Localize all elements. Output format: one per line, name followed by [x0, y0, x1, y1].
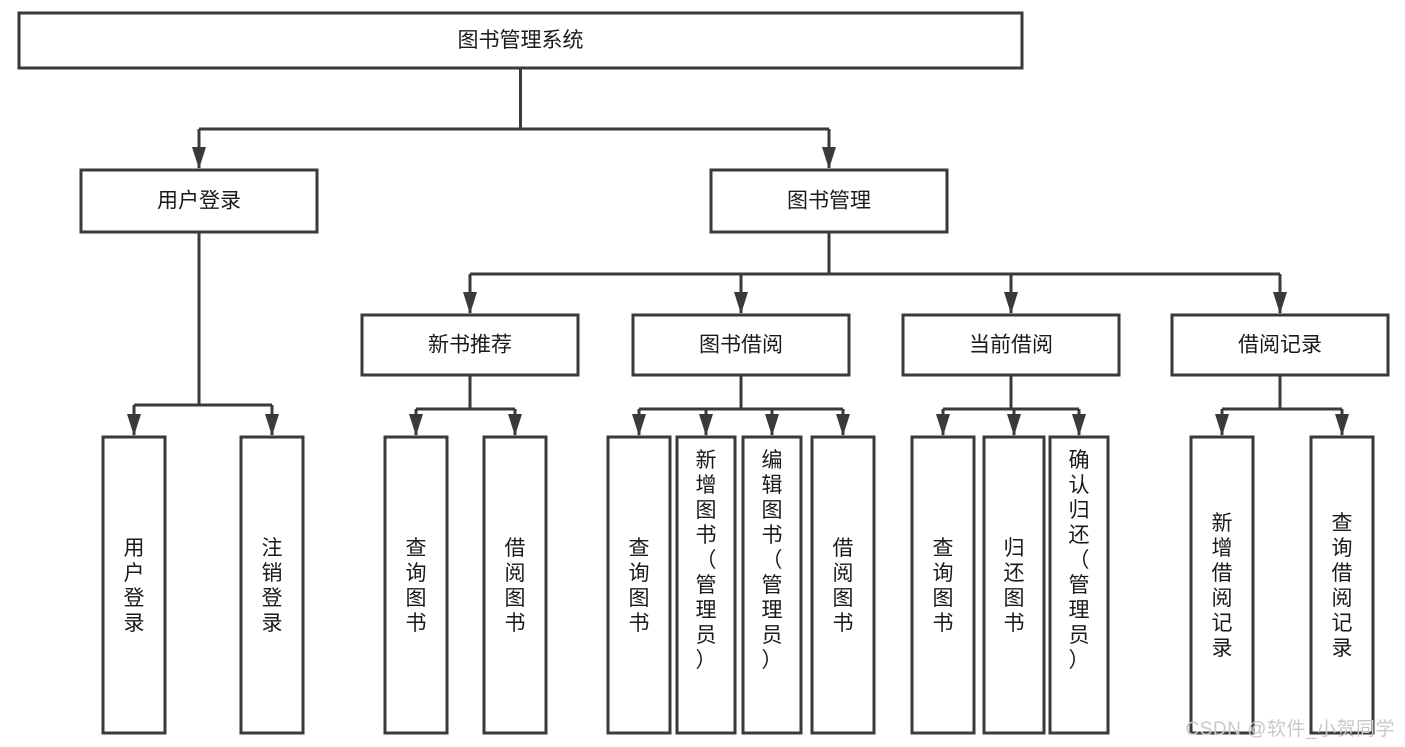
node-label: 注销登录	[262, 537, 283, 635]
arrow-head-borrow-record-0	[1215, 414, 1229, 436]
arrow-head-current-borrow-0	[936, 414, 950, 436]
node-leaf-borrow-book-1[interactable]: 借阅图书	[482, 435, 548, 735]
arrow-head-book-management-3	[1273, 292, 1287, 314]
node-book-management[interactable]: 图书管理	[709, 168, 949, 234]
node-leaf-query-borrow-record[interactable]: 查询借阅记录	[1309, 435, 1375, 735]
arrow-head-book-borrow-0	[632, 414, 646, 436]
arrow-head-current-borrow-2	[1072, 414, 1086, 436]
node-label: 图书管理	[787, 190, 871, 213]
node-label: 当前借阅	[969, 334, 1053, 357]
node-current-borrow[interactable]: 当前借阅	[901, 313, 1121, 377]
node-label: 查询图书	[406, 537, 427, 635]
arrow-head-book-borrow-1	[699, 414, 713, 436]
arrow-head-book-management-0	[463, 292, 477, 314]
node-leaf-query-book-2[interactable]: 查询图书	[606, 435, 672, 735]
node-user-login[interactable]: 用户登录	[79, 168, 319, 234]
node-new-book-recommend[interactable]: 新书推荐	[360, 313, 580, 377]
node-leaf-return-book[interactable]: 归还图书	[982, 435, 1046, 735]
node-leaf-edit-book-admin[interactable]: 编辑图书（管理员）	[741, 435, 803, 735]
node-leaf-add-book-admin[interactable]: 新增图书（管理员）	[675, 435, 737, 735]
node-label: 新增借阅记录	[1212, 512, 1233, 660]
nodes-layer: 图书管理系统用户登录图书管理新书推荐图书借阅当前借阅借阅记录用户登录注销登录查询…	[17, 11, 1390, 735]
node-label: 确认归还（管理员）	[1069, 449, 1090, 672]
edges-layer	[127, 68, 1349, 436]
node-leaf-query-book-3[interactable]: 查询图书	[910, 435, 976, 735]
arrow-head-book-borrow-3	[836, 414, 850, 436]
node-label: 查询图书	[629, 537, 650, 635]
node-book-borrow[interactable]: 图书借阅	[631, 313, 851, 377]
node-label: 新书推荐	[428, 334, 512, 357]
node-label: 图书借阅	[699, 334, 783, 357]
arrow-head-book-management-2	[1004, 292, 1018, 314]
node-label: 新增图书（管理员）	[696, 449, 717, 672]
arrow-head-book-borrow-2	[765, 414, 779, 436]
watermark-text: CSDN @软件_小贺同学	[1185, 719, 1395, 740]
node-borrow-record[interactable]: 借阅记录	[1170, 313, 1390, 377]
node-label: 用户登录	[124, 537, 145, 635]
arrow-head-new-book-recommend-1	[508, 414, 522, 436]
node-label: 用户登录	[157, 190, 241, 213]
node-label: 编辑图书（管理员）	[762, 449, 783, 672]
node-label: 查询借阅记录	[1332, 512, 1353, 660]
node-root-system[interactable]: 图书管理系统	[17, 11, 1024, 70]
arrow-head-borrow-record-1	[1335, 414, 1349, 436]
arrow-head-user-login-0	[127, 414, 141, 436]
node-label: 借阅图书	[505, 537, 526, 635]
arrow-head-current-borrow-1	[1007, 414, 1021, 436]
node-leaf-query-book-1[interactable]: 查询图书	[383, 435, 449, 735]
arrow-head-user-login-1	[265, 414, 279, 436]
node-label: 归还图书	[1004, 537, 1025, 635]
node-label: 借阅图书	[833, 537, 854, 635]
arrow-head-book-management-1	[734, 292, 748, 314]
arrow-head-new-book-recommend-0	[409, 414, 423, 436]
node-leaf-logout-login[interactable]: 注销登录	[239, 435, 305, 735]
arrow-head-root-0	[192, 147, 206, 169]
node-leaf-borrow-book-2[interactable]: 借阅图书	[810, 435, 876, 735]
node-leaf-add-borrow-record[interactable]: 新增借阅记录	[1189, 435, 1255, 735]
node-leaf-confirm-return-admin[interactable]: 确认归还（管理员）	[1048, 435, 1110, 735]
node-leaf-user-login[interactable]: 用户登录	[101, 435, 167, 735]
node-label: 借阅记录	[1238, 334, 1322, 357]
arrow-head-root-1	[822, 147, 836, 169]
node-label: 查询图书	[933, 537, 954, 635]
node-label: 图书管理系统	[458, 29, 584, 52]
